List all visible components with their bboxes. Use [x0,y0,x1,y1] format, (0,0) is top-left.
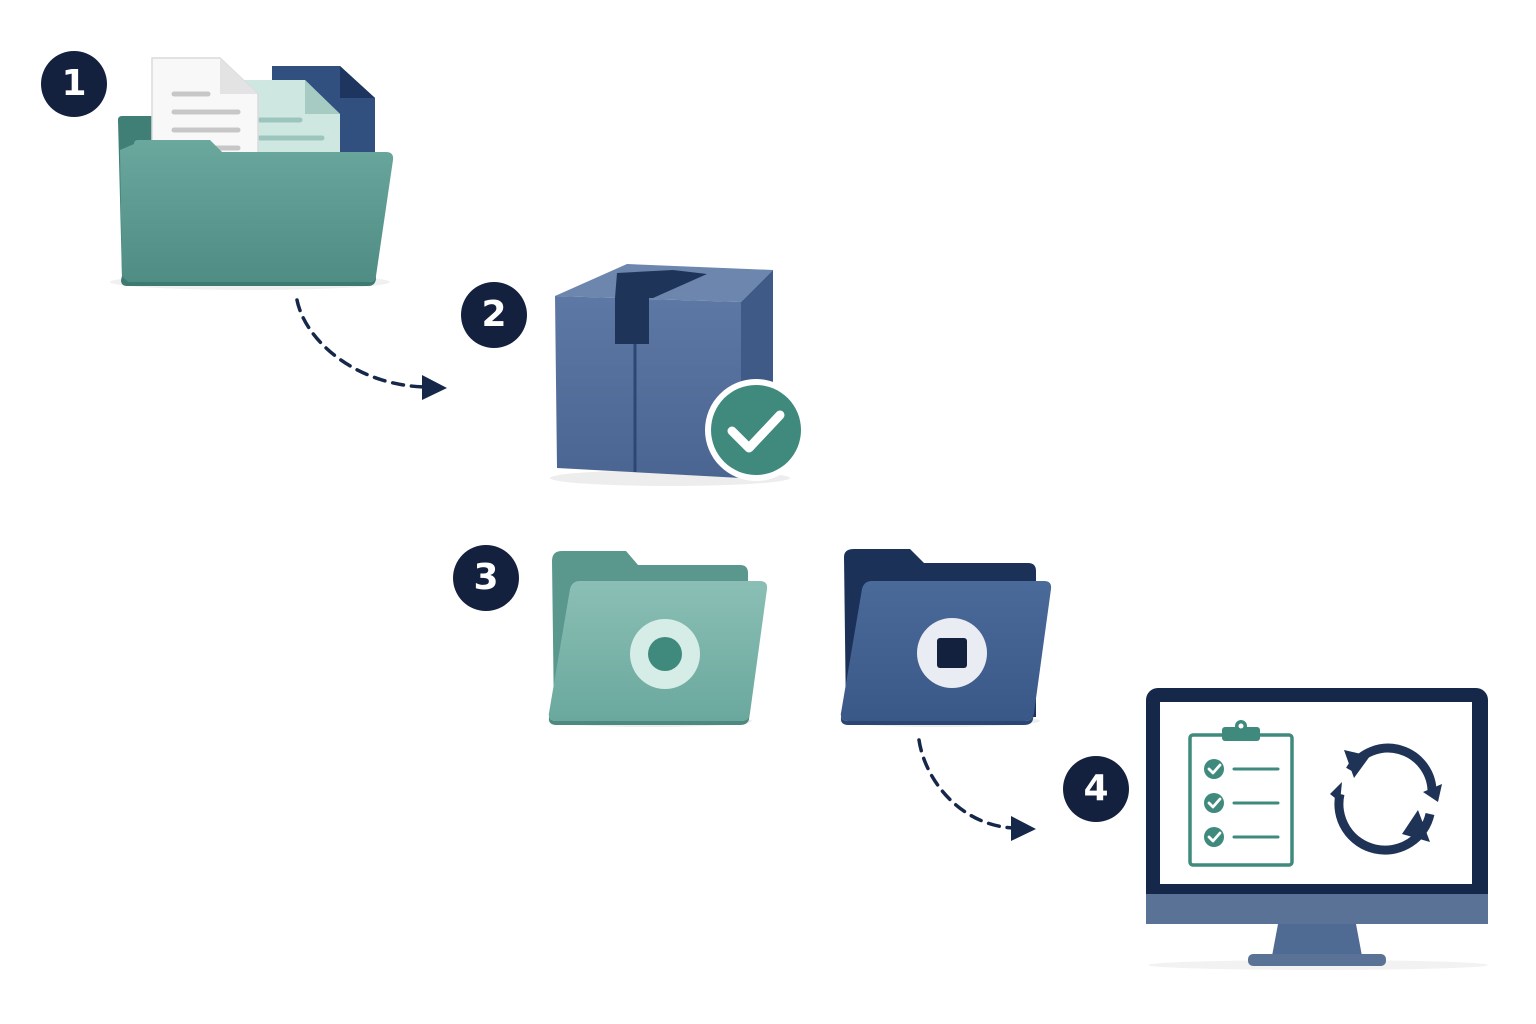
step-4-number: 4 [1083,768,1109,809]
step-2-number: 2 [481,294,507,335]
step-1-number: 1 [61,63,87,104]
step-3-badge: 3 [453,545,519,611]
sync-arrows-icon [1330,743,1442,855]
clipboard-checklist-icon [1188,720,1294,867]
folder-with-documents-icon [110,57,394,290]
dashed-arrow-3-to-4 [917,738,1036,841]
step-1-badge: 1 [41,51,107,117]
dashed-arrow-1-to-2 [295,298,447,400]
step-3-number: 3 [473,557,499,598]
step-2-badge: 2 [461,282,527,348]
package-checked-icon [550,264,807,486]
step-4-badge: 4 [1063,756,1129,822]
stop-folder-icon [840,549,1052,727]
monitor-checklist-sync-icon [1146,688,1488,970]
record-folder-icon [548,551,768,727]
